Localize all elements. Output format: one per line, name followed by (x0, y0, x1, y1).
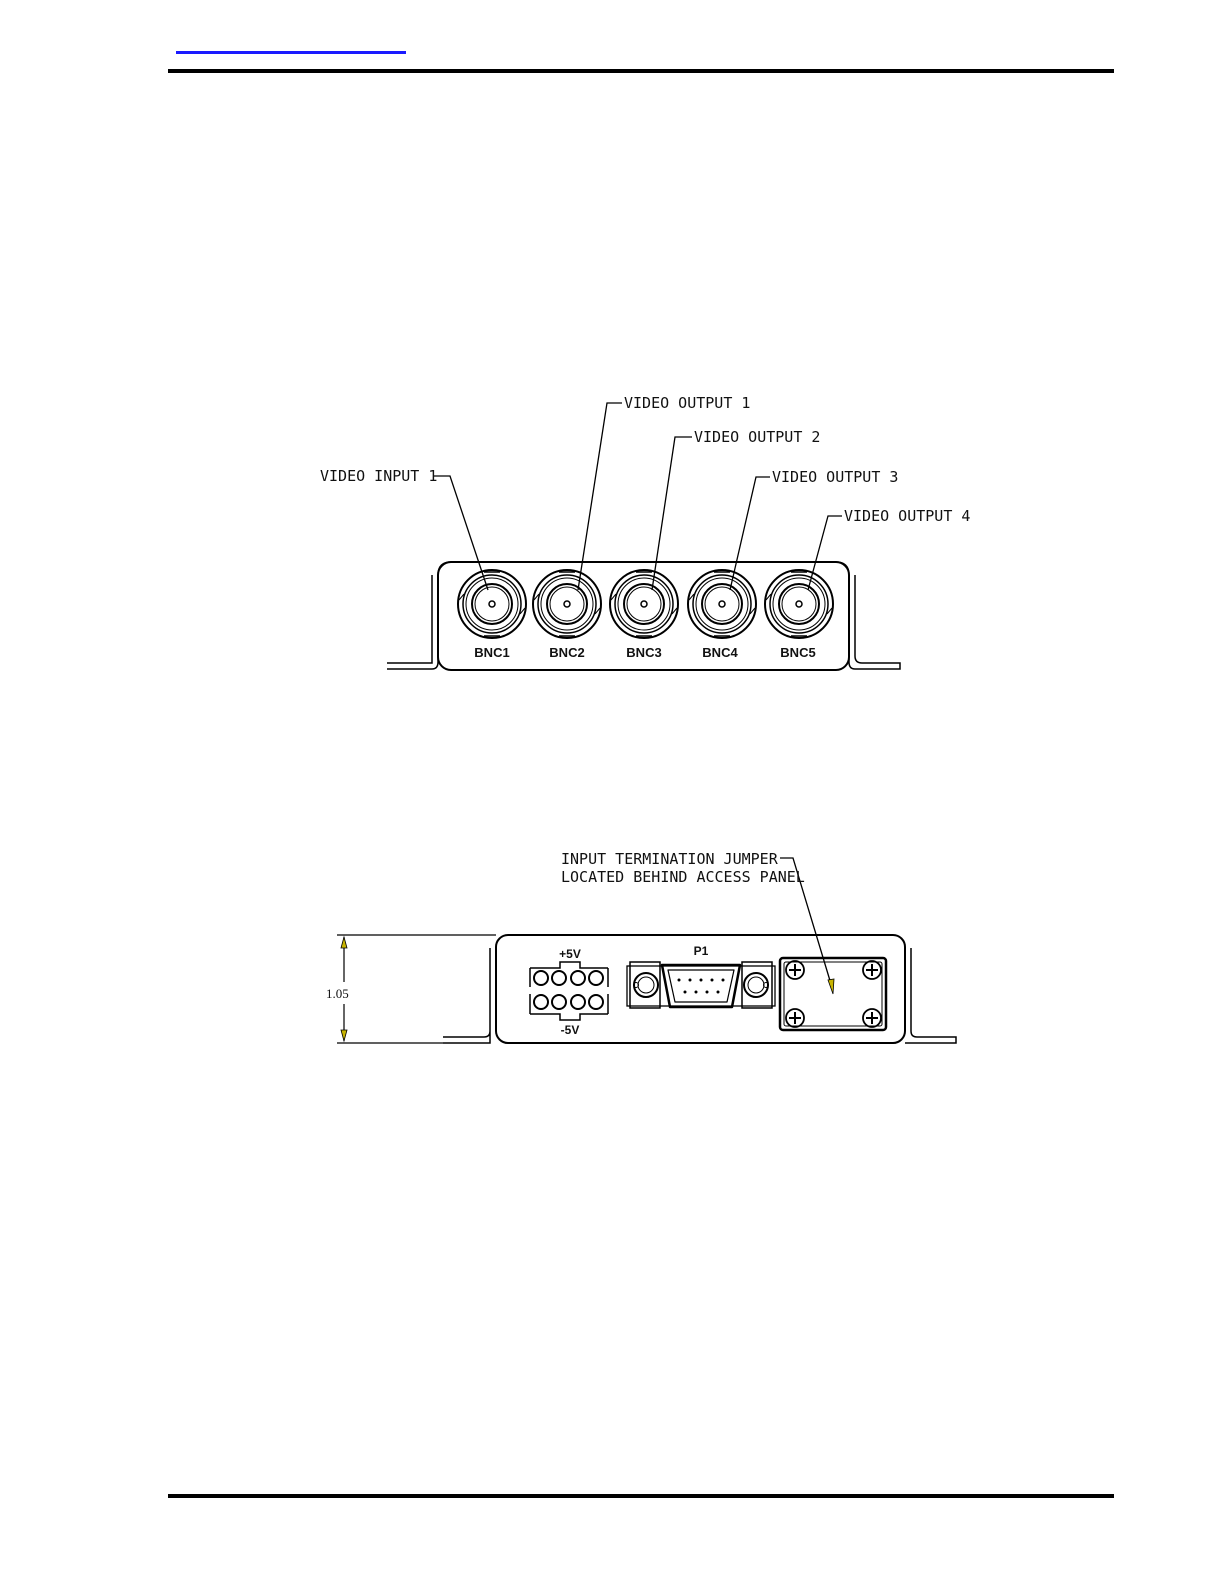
bnc-label: BNC1 (474, 645, 509, 660)
bnc5-connector (765, 570, 833, 638)
bnc-label: BNC4 (702, 645, 738, 660)
callout-video-output-4: VIDEO OUTPUT 4 (844, 507, 970, 525)
screw-icon (863, 961, 881, 979)
db9-pins (678, 979, 725, 994)
screw-icon (863, 1009, 881, 1027)
db9-shell-inner (668, 970, 734, 1002)
db9-shell (662, 965, 740, 1007)
db9-standoff-right (742, 962, 772, 1008)
front-view: BNC1 BNC2 BNC3 BNC4 BNC5 VIDEO INPUT 1 V… (320, 394, 970, 670)
jumper-arrow-icon (828, 979, 834, 994)
power-bottom-label: -5V (561, 1023, 580, 1037)
bnc-label: BNC5 (780, 645, 815, 660)
serial-label: P1 (694, 944, 709, 958)
bnc1-connector (458, 570, 526, 638)
bnc4-connector (688, 570, 756, 638)
rear-view: 1.05 +5V -5V P1 (326, 850, 956, 1043)
rear-flange-right (905, 948, 956, 1043)
power-top-label: +5V (559, 947, 581, 961)
bnc-label: BNC3 (626, 645, 661, 660)
callout-video-output-2: VIDEO OUTPUT 2 (694, 428, 820, 446)
db9-mount-plate (627, 966, 775, 1006)
jumper-callout-line1: INPUT TERMINATION JUMPER (561, 850, 779, 868)
db9-standoff-left (630, 962, 660, 1008)
callout-video-input-1: VIDEO INPUT 1 (320, 467, 437, 485)
jumper-callout-line2: LOCATED BEHIND ACCESS PANEL (561, 868, 805, 886)
bnc3-connector (610, 570, 678, 638)
power-connector-pins (534, 971, 603, 1009)
bnc-label: BNC2 (549, 645, 584, 660)
front-flange-left (387, 575, 432, 663)
callout-video-output-3: VIDEO OUTPUT 3 (772, 468, 898, 486)
power-connector-frame (530, 968, 608, 1014)
callout-video-output-1: VIDEO OUTPUT 1 (624, 394, 750, 412)
screw-icon (786, 1009, 804, 1027)
bnc2-connector (533, 570, 601, 638)
dimension-label: 1.05 (326, 986, 349, 1001)
callout-leader (652, 437, 692, 590)
rear-flange-left (443, 948, 490, 1043)
screw-icon (786, 961, 804, 979)
dimension-extension-lines (337, 935, 496, 1043)
